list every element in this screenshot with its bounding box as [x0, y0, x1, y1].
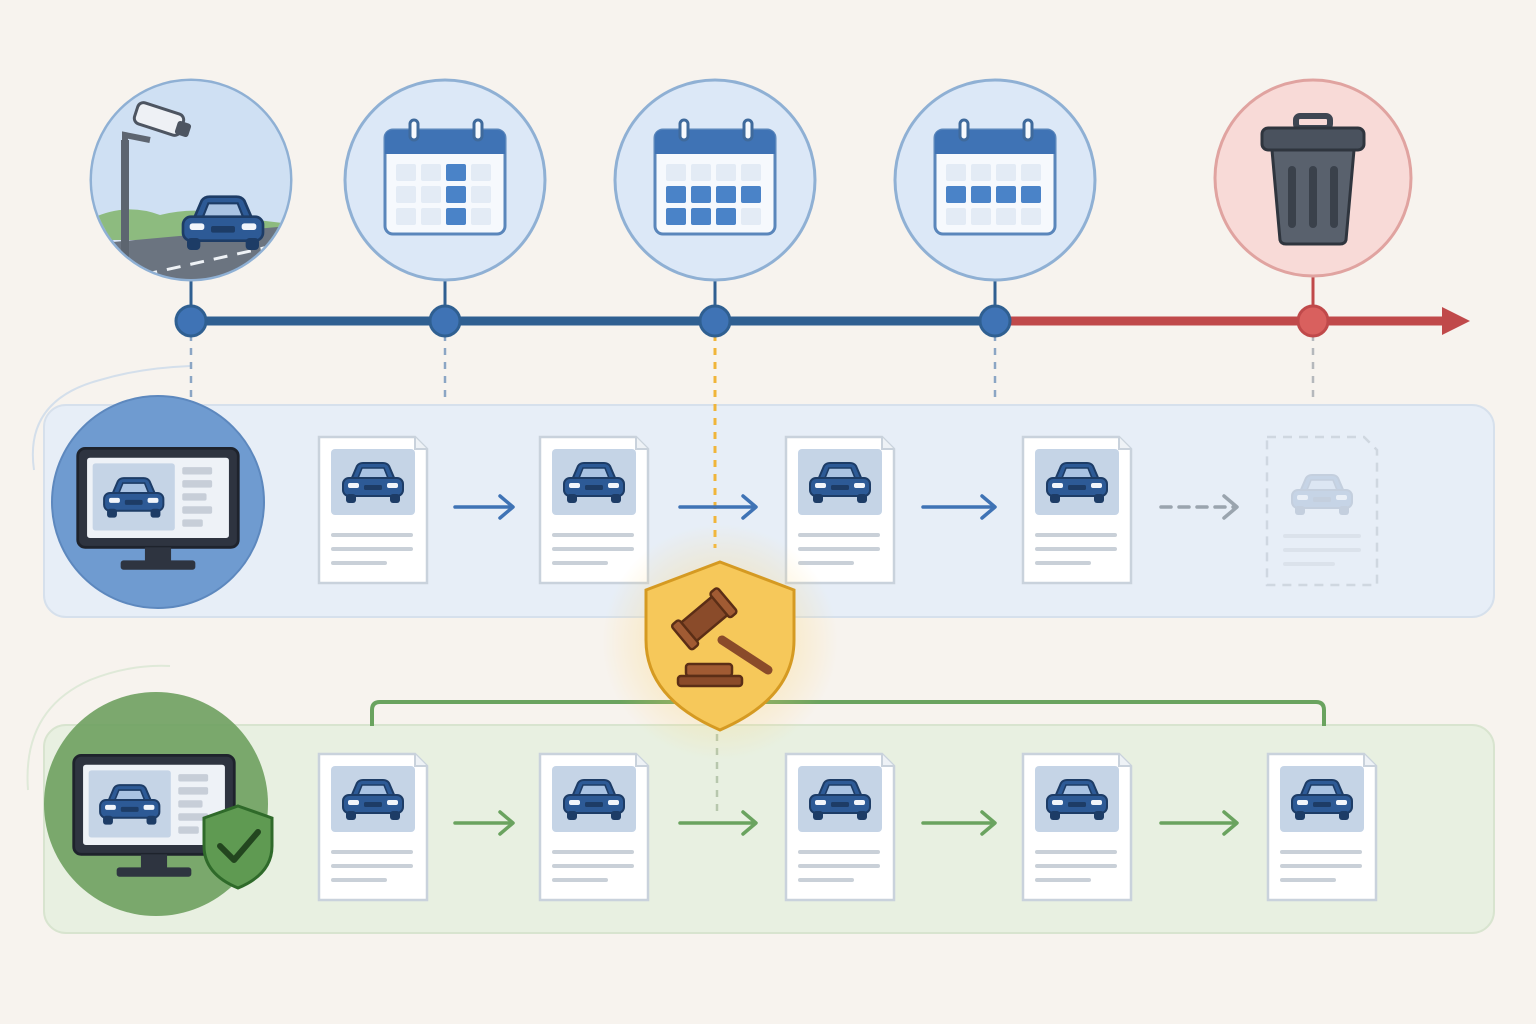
calendar-day	[396, 164, 416, 181]
timeline-arrow-icon	[1442, 307, 1470, 335]
timeline-node	[428, 304, 462, 338]
deleted-record-icon	[1265, 435, 1379, 587]
calendar-day	[996, 208, 1016, 225]
stage-retention-1	[343, 78, 547, 282]
car-record-document-icon	[1023, 754, 1131, 900]
timeline	[174, 275, 1470, 338]
calendar-day-highlighted	[946, 186, 966, 203]
car-record-document-icon	[319, 437, 427, 583]
stage-retention-3	[893, 78, 1097, 282]
calendar-day	[421, 208, 441, 225]
timeline-node	[978, 304, 1012, 338]
car-record-document-icon	[540, 754, 648, 900]
monitor-car-record-icon	[51, 395, 265, 609]
preserved-transitions	[453, 810, 1239, 836]
calendar-day	[971, 164, 991, 181]
calendar-day	[471, 186, 491, 203]
calendar-day-highlighted	[716, 186, 736, 203]
arrow-right-icon	[453, 810, 515, 836]
calendar-day-highlighted	[666, 186, 686, 203]
calendar-day-highlighted	[446, 208, 466, 225]
calendar-day	[946, 164, 966, 181]
calendar-day-highlighted	[996, 186, 1016, 203]
car-record-document-icon	[540, 437, 648, 583]
calendar-day	[396, 208, 416, 225]
car-record-document-icon	[1023, 437, 1131, 583]
arrow-right-icon	[678, 810, 758, 836]
calendar-day-highlighted	[691, 208, 711, 225]
calendar-day	[396, 186, 416, 203]
calendar-icon	[933, 118, 1057, 236]
stage-connectors	[189, 334, 1315, 812]
calendar-day-highlighted	[446, 186, 466, 203]
car-record-document-icon	[786, 754, 894, 900]
calendar-day	[471, 208, 491, 225]
calendar-day	[716, 164, 736, 181]
timeline-node	[1296, 304, 1330, 338]
calendar-day	[421, 164, 441, 181]
calendar-day	[1021, 208, 1041, 225]
timeline-node	[174, 304, 208, 338]
calendar-day	[471, 164, 491, 181]
record-list-standard	[319, 435, 1379, 587]
gavel-shield-icon	[602, 524, 838, 760]
calendar-day	[1021, 164, 1041, 181]
stage-capture	[89, 78, 293, 282]
calendar-day	[741, 208, 761, 225]
calendar-day-highlighted	[971, 186, 991, 203]
arrow-right-icon	[453, 494, 515, 520]
arrow-right-icon	[1159, 810, 1239, 836]
calendar-icon	[653, 118, 777, 236]
calendar-day-highlighted	[691, 186, 711, 203]
traffic-camera-car-icon	[92, 81, 290, 279]
calendar-day	[971, 208, 991, 225]
dashed-arrow-right-icon	[1159, 494, 1239, 520]
calendar-day-highlighted	[446, 164, 466, 181]
calendar-day-highlighted	[716, 208, 736, 225]
calendar-day	[996, 164, 1016, 181]
car-record-document-icon	[1268, 754, 1376, 900]
calendar-day	[421, 186, 441, 203]
monitor-shield-check-icon	[44, 692, 274, 916]
preservation-bracket-icon	[370, 700, 1326, 726]
calendar-day-highlighted	[666, 208, 686, 225]
calendar-day	[666, 164, 686, 181]
calendar-day	[691, 164, 711, 181]
standard-transitions	[453, 494, 1239, 520]
arrow-right-icon	[921, 810, 997, 836]
car-record-document-icon	[319, 754, 427, 900]
calendar-icon	[383, 118, 507, 236]
arrow-right-icon	[921, 494, 997, 520]
timeline-node	[698, 304, 732, 338]
calendar-day	[946, 208, 966, 225]
calendar-day-highlighted	[1021, 186, 1041, 203]
stage-deletion	[1213, 78, 1413, 278]
trash-can-icon	[1260, 113, 1366, 246]
stage-retention-2	[613, 78, 817, 282]
calendar-day-highlighted	[741, 186, 761, 203]
arrow-right-icon	[678, 494, 758, 520]
calendar-day	[741, 164, 761, 181]
